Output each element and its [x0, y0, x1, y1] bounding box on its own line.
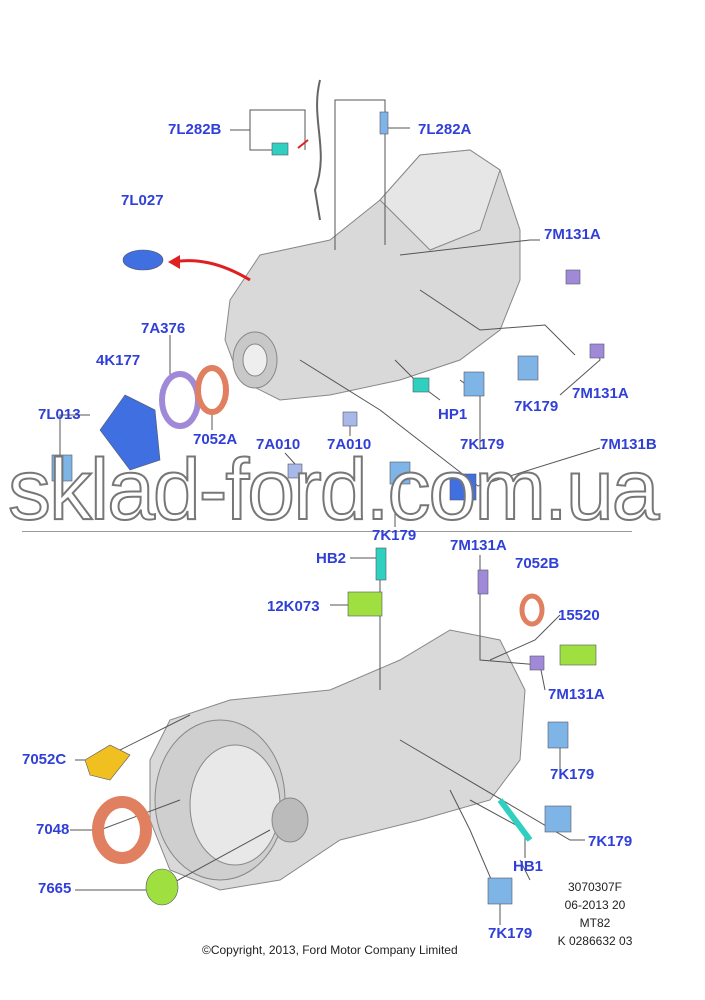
callout-7048[interactable]: 7048	[36, 821, 70, 838]
transmission-housing-top	[224, 149, 521, 401]
callout-7665[interactable]: 7665	[38, 880, 72, 897]
part-7l013	[51, 454, 73, 482]
copyright-text: ©Copyright, 2013, Ford Motor Company Lim…	[202, 943, 458, 957]
callout-4k177[interactable]: 4K177	[96, 352, 141, 369]
part-hp1	[412, 377, 430, 393]
part-7a010-2	[287, 463, 303, 479]
part-7l282a	[379, 111, 389, 135]
callout-7l282a[interactable]: 7L282A	[418, 121, 472, 138]
part-hb2	[375, 547, 387, 581]
callout-12k073[interactable]: 12K073	[267, 598, 320, 615]
part-7052a	[195, 365, 229, 415]
part-7a010	[342, 411, 358, 427]
part-15520	[559, 644, 597, 666]
callout-7052b[interactable]: 7052B	[515, 555, 560, 572]
part-4k177	[99, 394, 161, 471]
callout-7m131a-3[interactable]: 7M131A	[450, 537, 507, 554]
callout-7k179-2[interactable]: 7K179	[460, 436, 505, 453]
callout-hb2[interactable]: HB2	[316, 550, 347, 567]
callout-7m131a[interactable]: 7M131A	[544, 226, 601, 243]
part-hb1	[497, 798, 533, 842]
part-7m131a	[565, 269, 581, 285]
callout-7m131a-2[interactable]: 7M131A	[572, 385, 629, 402]
transmission-housing-bottom	[149, 629, 526, 891]
part-7052b	[519, 593, 545, 627]
part-7052c	[84, 744, 131, 781]
callout-7052a[interactable]: 7052A	[193, 431, 238, 448]
drawing-number: 3070307F	[567, 880, 623, 894]
callout-7l282b[interactable]: 7L282B	[168, 121, 222, 138]
part-7k179-3	[389, 461, 411, 485]
callout-7k179-6[interactable]: 7K179	[488, 925, 533, 942]
watermark: sklad-ford.com.ua	[7, 442, 661, 538]
part-7m131b	[449, 473, 477, 501]
small-arrow	[297, 139, 309, 149]
drawing-date: 06-2013 20	[564, 898, 626, 912]
callout-7k179-5[interactable]: 7K179	[588, 833, 633, 850]
part-7k179	[517, 355, 539, 381]
part-7m131a-3	[477, 569, 489, 595]
callout-7a010[interactable]: 7A010	[327, 436, 372, 453]
callout-7k179[interactable]: 7K179	[514, 398, 559, 415]
section-divider	[22, 531, 632, 532]
arrow-head-icon	[168, 255, 180, 269]
part-7a376	[159, 371, 201, 429]
part-7l027	[122, 249, 164, 271]
part-7l282b	[271, 142, 289, 156]
reference-code: K 0286632 03	[557, 934, 633, 948]
callout-7a010-2[interactable]: 7A010	[256, 436, 301, 453]
transmission-model: MT82	[579, 916, 611, 930]
callout-7l013[interactable]: 7L013	[38, 406, 81, 423]
callout-7k179-4[interactable]: 7K179	[550, 766, 595, 783]
part-7k179-2	[463, 371, 485, 397]
part-12k073	[347, 591, 383, 617]
callout-hp1[interactable]: HP1	[438, 406, 468, 423]
callout-7l027[interactable]: 7L027	[121, 192, 164, 209]
callout-7a376[interactable]: 7A376	[141, 320, 186, 337]
callout-7m131a-4[interactable]: 7M131A	[548, 686, 605, 703]
part-7665	[145, 868, 179, 906]
callout-hb1[interactable]: HB1	[513, 858, 544, 875]
part-7k179-5	[544, 805, 572, 833]
part-7m131a-4	[529, 655, 545, 671]
callout-7052c[interactable]: 7052C	[22, 751, 67, 768]
callout-7m131b[interactable]: 7M131B	[600, 436, 657, 453]
part-7k179-6	[487, 877, 513, 905]
direction-arrow	[171, 259, 251, 282]
part-7m131a-2	[589, 343, 605, 359]
drawing-info-block: 3070307F 06-2013 20 MT82 K 0286632 03	[540, 878, 650, 950]
parts	[51, 111, 605, 906]
part-7048	[92, 796, 152, 864]
vent-hose	[313, 79, 322, 221]
part-7k179-4	[547, 721, 569, 749]
callout-15520[interactable]: 15520	[558, 607, 600, 624]
callout-7k179-3[interactable]: 7K179	[372, 527, 417, 544]
